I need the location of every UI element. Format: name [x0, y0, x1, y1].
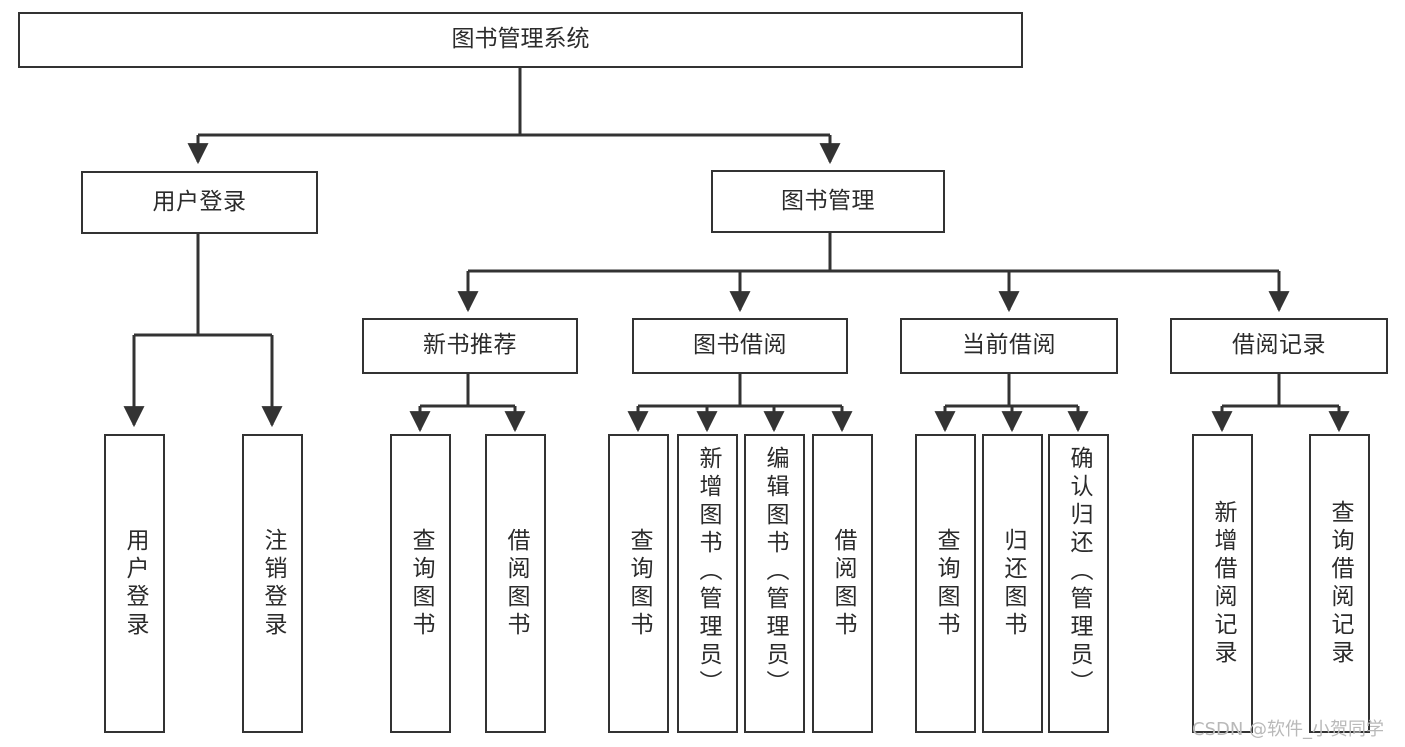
node-leaf-return-book[interactable]: 归还图书: [982, 434, 1043, 733]
node-new-book-recommend[interactable]: 新书推荐: [362, 318, 578, 374]
node-leaf-confirm-return[interactable]: 确认归还（管理员）: [1048, 434, 1109, 733]
node-current-borrow-label: 当前借阅: [962, 332, 1056, 359]
node-leaf-borrow-book-1[interactable]: 借阅图书: [485, 434, 546, 733]
node-leaf-add-record[interactable]: 新增借阅记录: [1192, 434, 1253, 733]
node-leaf-query-book-3[interactable]: 查询图书: [915, 434, 976, 733]
node-user-login-label: 用户登录: [152, 188, 247, 215]
node-leaf-user-logout-label: 注销登录: [260, 527, 286, 640]
node-leaf-return-book-label: 归还图书: [1000, 527, 1026, 640]
node-root-label: 图书管理系统: [451, 26, 590, 53]
node-book-manage[interactable]: 图书管理: [711, 170, 945, 233]
node-leaf-confirm-return-label: 确认归还（管理员）: [1066, 446, 1092, 698]
node-leaf-user-login[interactable]: 用户登录: [104, 434, 165, 733]
node-leaf-borrow-book-2[interactable]: 借阅图书: [812, 434, 873, 733]
node-borrow-record[interactable]: 借阅记录: [1170, 318, 1388, 374]
node-leaf-borrow-book-2-label: 借阅图书: [830, 527, 856, 640]
node-leaf-edit-book-label: 编辑图书（管理员）: [762, 446, 788, 698]
node-leaf-query-book-2-label: 查询图书: [626, 527, 652, 640]
watermark: CSDN @软件_小贺同学: [1192, 719, 1385, 740]
node-new-book-recommend-label: 新书推荐: [423, 332, 517, 359]
node-leaf-user-logout[interactable]: 注销登录: [242, 434, 303, 733]
node-leaf-add-record-label: 新增借阅记录: [1210, 499, 1236, 668]
node-leaf-query-record[interactable]: 查询借阅记录: [1309, 434, 1370, 733]
node-leaf-query-book-1-label: 查询图书: [408, 527, 434, 640]
node-borrow-record-label: 借阅记录: [1232, 332, 1326, 359]
node-leaf-borrow-book-1-label: 借阅图书: [503, 527, 529, 640]
node-leaf-query-book-3-label: 查询图书: [933, 527, 959, 640]
node-current-borrow[interactable]: 当前借阅: [900, 318, 1118, 374]
node-leaf-add-book[interactable]: 新增图书（管理员）: [677, 434, 738, 733]
node-root[interactable]: 图书管理系统: [18, 12, 1023, 68]
node-leaf-edit-book[interactable]: 编辑图书（管理员）: [744, 434, 805, 733]
node-book-borrow-label: 图书借阅: [693, 332, 787, 359]
node-leaf-query-record-label: 查询借阅记录: [1327, 499, 1353, 668]
node-user-login[interactable]: 用户登录: [81, 171, 318, 234]
node-leaf-query-book-2[interactable]: 查询图书: [608, 434, 669, 733]
node-book-manage-label: 图书管理: [781, 187, 875, 214]
node-leaf-query-book-1[interactable]: 查询图书: [390, 434, 451, 733]
node-book-borrow[interactable]: 图书借阅: [632, 318, 848, 374]
node-leaf-user-login-label: 用户登录: [122, 527, 148, 640]
node-leaf-add-book-label: 新增图书（管理员）: [695, 446, 721, 698]
